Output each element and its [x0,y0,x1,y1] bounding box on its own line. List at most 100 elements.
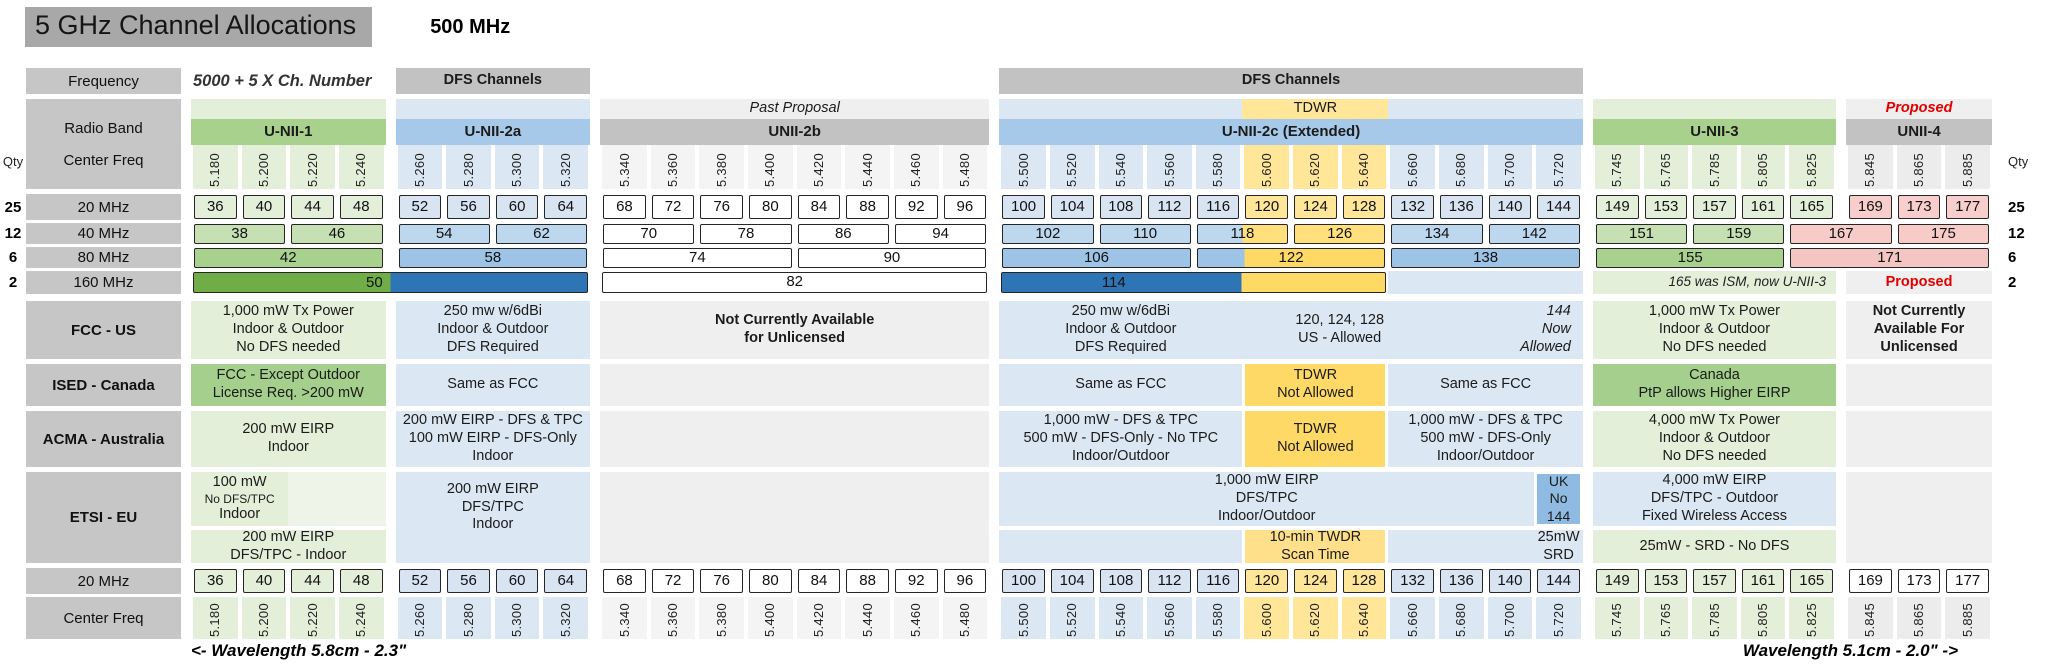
center-freq-value: 5.865 [1896,597,1942,639]
band-overlay-cell [1592,99,1837,119]
qty-label-left: Qty [2,153,24,169]
center-freq-value: 5.845 [1848,145,1893,189]
center-freq-value: 5.580 [1195,597,1241,639]
channel-box: 36 [194,195,237,219]
center-freq-value: 5.765 [1643,145,1689,189]
center-freq-value: 5.660 [1390,597,1435,639]
center-freq-value: 5.260 [397,597,443,639]
channel-box: 72 [651,569,695,593]
center-freq-value: 5.340 [602,597,647,639]
channel-160-82: 82 [602,272,988,293]
channel-box: 36 [194,569,237,593]
channel-box: 169 [1849,569,1892,593]
qty-160mhz-right: 2 [2008,274,2017,291]
channel-box: 161 [1741,569,1785,593]
channel-box: 46 [291,224,383,245]
band-unii-2c: U-NII-2c (Extended) [999,119,1583,145]
center-freq-value: 5.865 [1896,145,1942,189]
center-freq-value: 5.180 [193,145,238,189]
center-freq-value: 5.580 [1195,145,1241,189]
channel-160-114: 114 [1001,272,1387,293]
center-freq-value: 5.500 [1001,597,1046,639]
channel-box: 60 [495,195,539,219]
channel-box: 157 [1693,569,1736,593]
ised-canada-label: ISED - Canada [26,364,181,406]
center-freq-value: 5.680 [1438,145,1484,189]
channel-box: 108 [1099,195,1143,219]
channel-box: 100 [1002,569,1045,593]
channel-box: 52 [398,195,442,219]
channel-160-50: 50 [193,272,589,293]
qty-label-right: Qty [2008,153,2029,169]
channel-box: 96 [943,569,987,593]
channel-box: 177 [1946,569,1989,593]
channel-box: 116 [1196,195,1240,219]
center-freq-value: 5.600 [1244,145,1290,189]
channel-box: 134 [1391,224,1483,245]
center-freq-value: 5.560 [1147,597,1192,639]
channel-box: 60 [495,569,539,593]
center-freq-value: 5.380 [699,145,745,189]
channel-box: 86 [797,224,889,245]
proposed-160-label: Proposed [1846,271,1992,294]
channel-box: 44 [291,195,334,219]
center-freq-value: 5.560 [1147,145,1192,189]
qty-160mhz-left: 2 [8,274,18,291]
channel-box: 76 [700,195,744,219]
center-freq-value: 5.700 [1487,145,1533,189]
etsi-rule-cell [999,530,1243,563]
channel-box: 173 [1897,195,1941,219]
channel-box: 72 [651,195,695,219]
center-freq-value: 5.240 [338,145,384,189]
channel-box: 149 [1595,195,1639,219]
channel-box: 104 [1050,569,1094,593]
center-freq-value: 5.825 [1789,145,1835,189]
40mhz-row-label: 40 MHz [26,223,181,244]
center-freq-value: 5.720 [1536,597,1581,639]
center-freq-value: 5.460 [893,145,939,189]
center-freq-value: 5.280 [446,597,491,639]
center-freq-value: 5.360 [650,145,696,189]
center-freq-value: 5.680 [1438,597,1484,639]
channel-box: 120 [1245,569,1289,593]
band-overlay-cell [999,99,1243,119]
center-freq-value: 5.885 [1945,597,1990,639]
center-freq-value: 5.220 [290,145,335,189]
band-unii-3: U-NII-3 [1592,119,1837,145]
center-freq-value: 5.620 [1293,145,1338,189]
channel-box: 78 [700,224,792,245]
channel-box: 165 [1790,569,1834,593]
channel-box [1388,271,1583,294]
channel-box: 92 [894,195,938,219]
channel-box: 94 [894,224,987,245]
ised-rule-cell [1846,364,1992,406]
center-freq-value: 5.500 [1001,145,1046,189]
channel-box: 74 [603,248,792,269]
ised-rule-cell: Same as FCC [395,364,591,406]
center-freq-value: 5.180 [193,597,238,639]
channel-box: 128 [1342,569,1386,593]
center-freq-value: 5.300 [494,597,540,639]
channel-box: 126 [1294,224,1386,245]
center-freq-value: 5.540 [1098,597,1144,639]
